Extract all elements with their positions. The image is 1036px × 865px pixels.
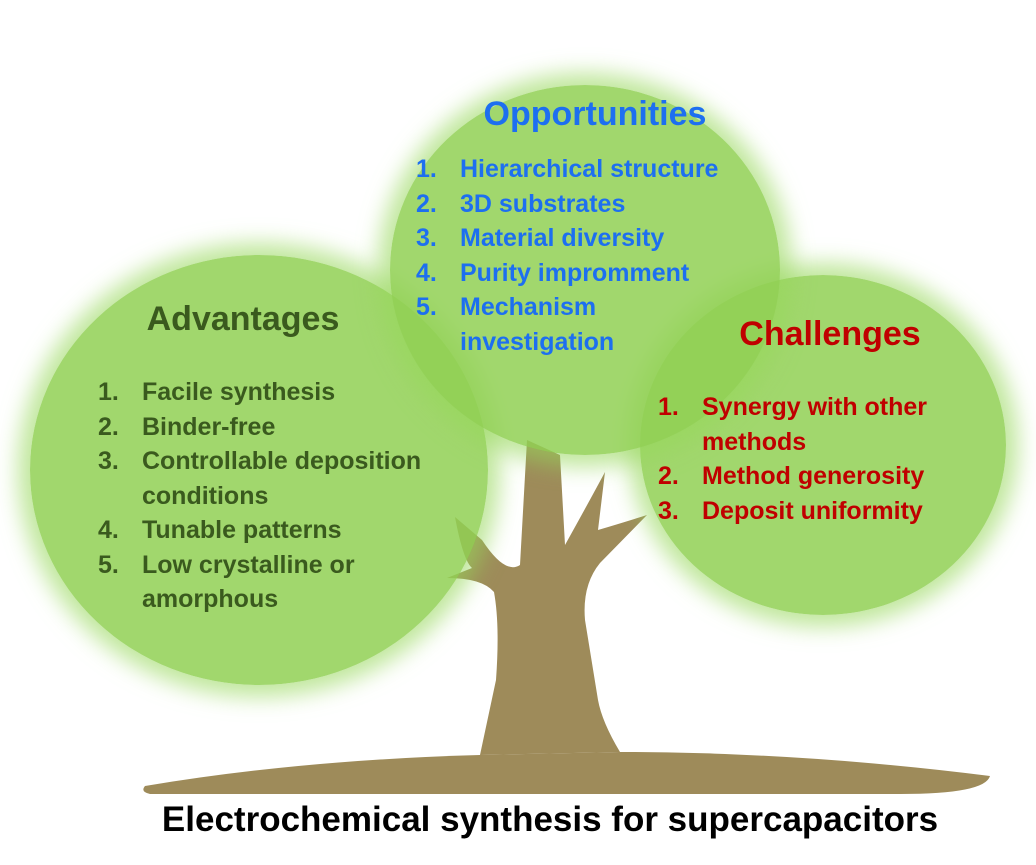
list-item: 5. Low crystalline or amorphous [98, 548, 478, 617]
item-number: 5. [416, 293, 437, 321]
challenges-title: Challenges [739, 315, 921, 353]
item-number: 3. [416, 224, 437, 252]
item-text: Hierarchical structure [460, 155, 719, 183]
item-number: 1. [98, 378, 119, 406]
tree-trunk [447, 440, 647, 755]
item-text: Method generosity [702, 462, 925, 490]
diagram-caption: Electrochemical synthesis for supercapac… [161, 800, 939, 839]
item-number: 4. [416, 258, 437, 287]
item-number: 4. [98, 516, 119, 544]
list-item: 3. Material diversity [416, 221, 776, 256]
list-item: 1. Facile synthesis [98, 375, 478, 410]
item-number: 1. [658, 393, 679, 421]
item-text: Mechanism investigation [460, 293, 615, 356]
list-item: 2. Binder-free [98, 410, 478, 445]
item-number: 3. [98, 447, 119, 475]
item-number: 1. [416, 155, 437, 183]
item-number: 5. [98, 550, 119, 579]
item-number: 2. [416, 189, 437, 218]
list-item: 3. Controllable deposition conditions [98, 444, 478, 513]
item-text: Synergy with other methods [702, 393, 928, 456]
advantages-title: Advantages [146, 300, 340, 338]
list-item: 2. Method generosity [658, 459, 998, 494]
advantages-list: 1. Facile synthesis 2. Binder-free 3. Contr… [98, 375, 478, 617]
opportunities-list: 1. Hierarchical structure 2. 3D substrates… [416, 152, 776, 359]
item-text: Material diversity [460, 224, 665, 252]
list-item: 4. Tunable patterns [98, 513, 478, 548]
item-number: 3. [658, 496, 679, 525]
item-text: Low crystalline or amorphous [142, 550, 355, 614]
challenges-list: 1. Synergy with other methods 2. Method ge… [658, 390, 998, 528]
list-item: 3. Deposit uniformity [658, 494, 998, 529]
item-text: Controllable deposition conditions [142, 447, 422, 510]
item-text: 3D substrates [460, 189, 626, 218]
item-text: Deposit uniformity [702, 496, 923, 525]
list-item: 1. Synergy with other methods [658, 390, 998, 459]
list-item: 2. 3D substrates [416, 187, 776, 222]
list-item: 4. Purity impromment [416, 256, 776, 291]
item-text: Binder-free [142, 412, 276, 441]
item-text: Purity impromment [460, 258, 690, 287]
list-item: 1. Hierarchical structure [416, 152, 776, 187]
item-text: Tunable patterns [142, 516, 342, 544]
tree-ground [143, 752, 991, 794]
opportunities-title: Opportunities [483, 95, 707, 133]
item-number: 2. [98, 412, 119, 441]
opportunities-bubble [390, 85, 780, 455]
item-text: Facile synthesis [142, 378, 336, 406]
list-item: 5. Mechanism investigation [416, 290, 776, 359]
item-number: 2. [658, 462, 679, 490]
